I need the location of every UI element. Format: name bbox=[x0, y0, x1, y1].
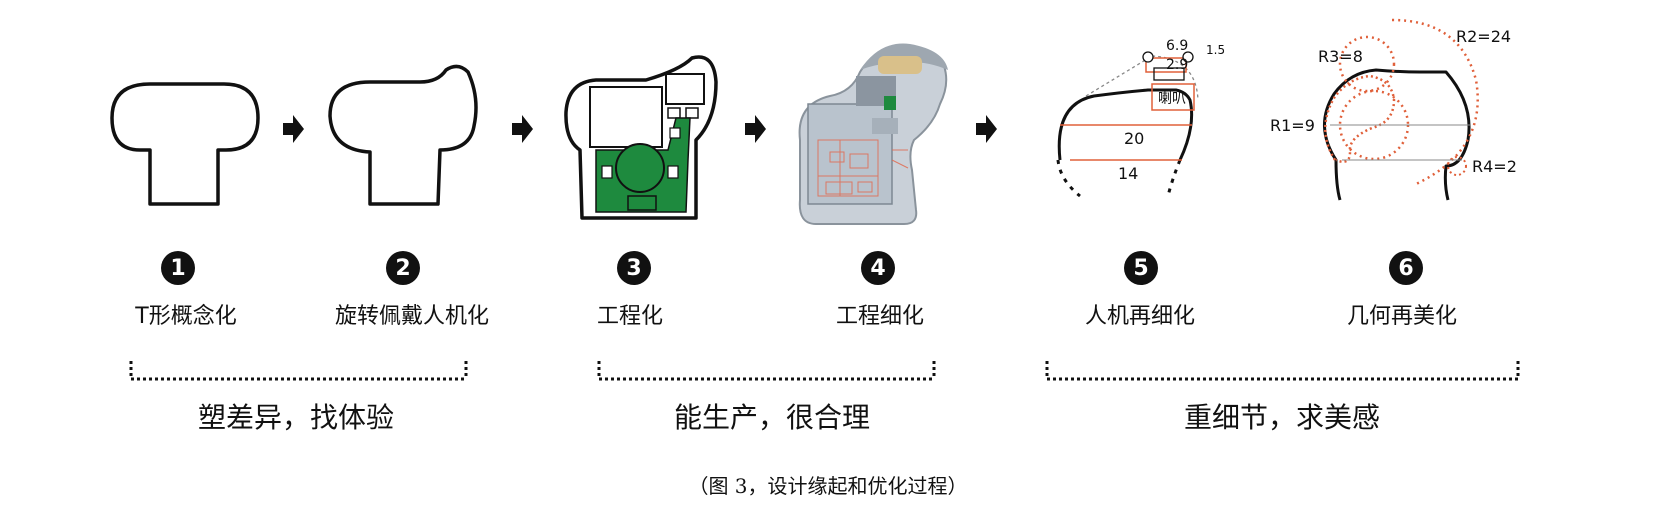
engineering-layout bbox=[564, 55, 718, 220]
step-5-label: 人机再细化 bbox=[1084, 304, 1196, 329]
step-2-number-badge: 2 bbox=[386, 251, 420, 285]
geometric-beautification-drawing bbox=[1323, 18, 1479, 201]
step-6-label: 几何再美化 bbox=[1346, 304, 1458, 329]
arrow-2-icon bbox=[512, 115, 533, 143]
arrow-4-icon bbox=[976, 115, 997, 143]
rotated-wear-shape bbox=[328, 64, 478, 206]
step-3-label: 工程化 bbox=[596, 304, 664, 329]
dimension-14: 14 bbox=[1118, 164, 1138, 183]
radius-r4: R4=2 bbox=[1472, 157, 1517, 176]
dimension-2-9: 2.9 bbox=[1166, 57, 1188, 73]
dimension-1-5: 1.5 bbox=[1206, 43, 1225, 57]
step-4-number-badge: 4 bbox=[861, 251, 895, 285]
step-3-number-badge: 3 bbox=[617, 251, 651, 285]
group-1-text: 塑差异，找体验 bbox=[197, 401, 395, 434]
radius-r2: R2=24 bbox=[1456, 27, 1511, 46]
group-3-text: 重细节，求美感 bbox=[1183, 401, 1381, 434]
group-bracket-3 bbox=[1045, 361, 1520, 381]
radius-r1: R1=9 bbox=[1270, 116, 1315, 135]
figure-caption: （图 3，设计缘起和优化过程） bbox=[688, 474, 968, 498]
arrow-1-icon bbox=[283, 115, 304, 143]
t-concept-shape bbox=[110, 82, 260, 206]
step-6-number-badge: 6 bbox=[1389, 251, 1423, 285]
arrow-3-icon bbox=[745, 115, 766, 143]
ergonomic-refinement-drawing bbox=[1056, 51, 1199, 198]
step-2-label: 旋转佩戴人机化 bbox=[334, 304, 490, 329]
dimension-6-9: 6.9 bbox=[1166, 38, 1188, 54]
dimension-20: 20 bbox=[1124, 129, 1144, 148]
step-1-label: T形概念化 bbox=[135, 304, 237, 329]
radius-r3: R3=8 bbox=[1318, 47, 1363, 66]
step-5-number-badge: 5 bbox=[1124, 251, 1158, 285]
engineering-detail-cutaway bbox=[798, 43, 948, 225]
group-bracket-2 bbox=[597, 361, 936, 381]
speaker-label: 喇叭 bbox=[1158, 91, 1186, 107]
step-1-number-badge: 1 bbox=[161, 251, 195, 285]
step-4-label: 工程细化 bbox=[835, 304, 925, 329]
group-bracket-1 bbox=[129, 361, 468, 381]
group-2-text: 能生产，很合理 bbox=[673, 401, 871, 434]
